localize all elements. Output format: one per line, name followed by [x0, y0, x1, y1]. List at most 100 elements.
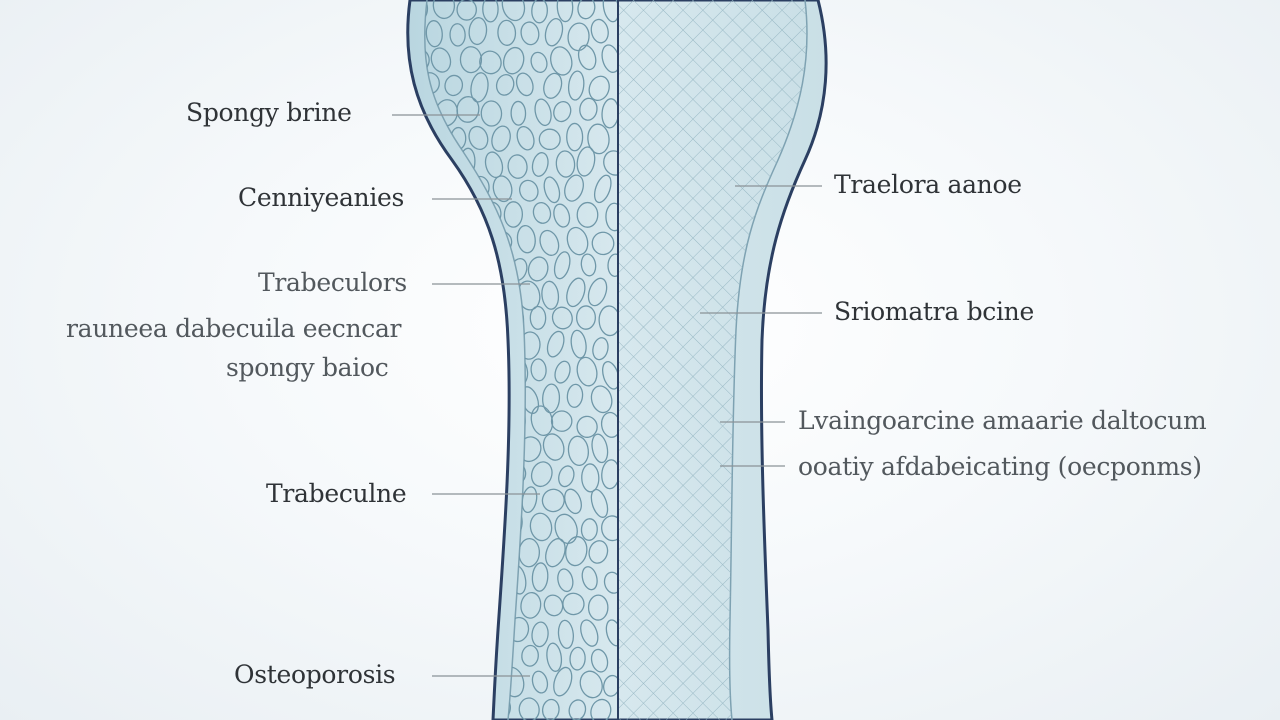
- spongy-cell: [434, 255, 452, 285]
- label-trabecular-note-line1: rauneea dabecuila eecncar: [66, 314, 402, 343]
- spongy-cell: [449, 382, 467, 410]
- spongy-cell: [579, 97, 598, 121]
- spongy-cell: [553, 101, 572, 123]
- spongy-cell: [602, 0, 618, 23]
- spongy-cell: [424, 566, 430, 596]
- bone-inner-outline: [423, 0, 527, 720]
- spongy-cell: [471, 489, 494, 519]
- spongy-cell: [590, 698, 612, 720]
- spongy-cell: [530, 51, 548, 74]
- spongy-cell: [458, 566, 477, 597]
- label-trabecullars: Trabeculors: [258, 268, 407, 297]
- spongy-cell: [551, 306, 573, 330]
- spongy-cell: [501, 0, 526, 22]
- spongy-cell: [558, 465, 575, 488]
- spongy-cell: [593, 174, 612, 204]
- spongy-cell: [580, 518, 598, 541]
- spongy-cell: [534, 98, 552, 127]
- spongy-cell: [521, 486, 538, 514]
- spongy-cell: [580, 253, 597, 277]
- spongy-cell: [431, 619, 451, 646]
- spongy-cell: [520, 591, 542, 619]
- spongy-cell: [543, 594, 564, 617]
- spongy-cell: [446, 489, 470, 516]
- spongy-cell: [467, 231, 489, 256]
- spongy-cell: [456, 207, 477, 230]
- spongy-cell: [562, 592, 585, 616]
- spongy-cell: [521, 644, 539, 667]
- spongy-cell: [455, 463, 477, 490]
- spongy-cell: [454, 356, 477, 385]
- spongy-cell: [459, 623, 479, 646]
- spongy-cell: [556, 0, 574, 23]
- spongy-cell: [424, 692, 445, 720]
- spongy-cell: [605, 202, 618, 232]
- spongy-cell: [448, 693, 467, 720]
- label-living-note-line1: Lvaingoarcine amaarie daltocum: [798, 406, 1207, 435]
- spongy-cell: [569, 646, 586, 671]
- label-trabecular-note-line2: spongy baioc: [226, 353, 389, 382]
- spongy-cell: [590, 648, 609, 673]
- spongy-cell: [425, 20, 443, 48]
- spongy-cell: [541, 280, 560, 310]
- spongy-cell: [530, 358, 547, 382]
- spongy-cell: [448, 595, 468, 619]
- spongy-cell: [424, 0, 429, 21]
- spongy-cell: [545, 538, 566, 568]
- spongy-cell: [567, 435, 590, 467]
- spongy-cell: [581, 463, 600, 493]
- spongy-cell: [483, 465, 501, 493]
- spongy-cell: [577, 44, 597, 71]
- spongy-cell: [570, 329, 587, 359]
- spongy-cell: [424, 493, 440, 515]
- spongy-cell: [482, 360, 499, 386]
- spongy-cell: [465, 697, 489, 719]
- spongy-cell: [590, 488, 609, 518]
- spongy-cell: [424, 176, 443, 200]
- spongy-cell: [567, 22, 590, 52]
- spongy-cell: [458, 255, 479, 279]
- spongy-cell: [424, 411, 433, 437]
- spongy-cell: [492, 175, 513, 203]
- spongy-cell: [555, 150, 576, 178]
- spongy-cell: [424, 230, 440, 258]
- spongy-cell: [518, 697, 540, 720]
- spongy-cell: [576, 201, 599, 228]
- spongy-cell: [456, 96, 480, 123]
- spongy-cell: [435, 516, 458, 541]
- spongy-cell: [516, 125, 535, 151]
- spongy-cell: [591, 231, 615, 256]
- spongy-cell: [550, 46, 573, 76]
- spongy-cell: [527, 256, 549, 282]
- spongy-cell: [507, 154, 528, 179]
- spongy-cell: [444, 74, 464, 97]
- spongy-cell: [459, 46, 483, 74]
- spongy-cell: [603, 674, 618, 697]
- spongy-cell: [531, 562, 549, 592]
- spongy-cell: [424, 461, 430, 487]
- spongy-cell: [590, 385, 613, 414]
- spongy-cell: [539, 229, 560, 256]
- spongy-cell: [470, 330, 493, 359]
- spongy-cell: [468, 644, 492, 673]
- spongy-cell: [457, 670, 476, 695]
- spongy-cell: [529, 305, 547, 330]
- spongy-cell: [587, 123, 610, 155]
- spongy-cell: [587, 277, 608, 307]
- spongy-cell: [553, 203, 571, 228]
- spongy-cell: [531, 621, 549, 648]
- spongy-cell: [587, 594, 609, 621]
- spongy-cell: [446, 277, 467, 306]
- spongy-cell: [424, 201, 434, 232]
- spongy-cell: [530, 461, 553, 488]
- spongy-cell: [566, 277, 586, 308]
- spongy-cell: [471, 279, 495, 308]
- spongy-cell: [515, 72, 534, 97]
- spongy-cell: [450, 542, 468, 568]
- spongy-cell: [468, 125, 489, 150]
- spongy-cell: [546, 330, 565, 358]
- spongy-cell: [429, 668, 453, 695]
- spongy-cell: [448, 438, 466, 463]
- spongy-cell: [531, 152, 549, 177]
- spongy-cell: [601, 98, 618, 129]
